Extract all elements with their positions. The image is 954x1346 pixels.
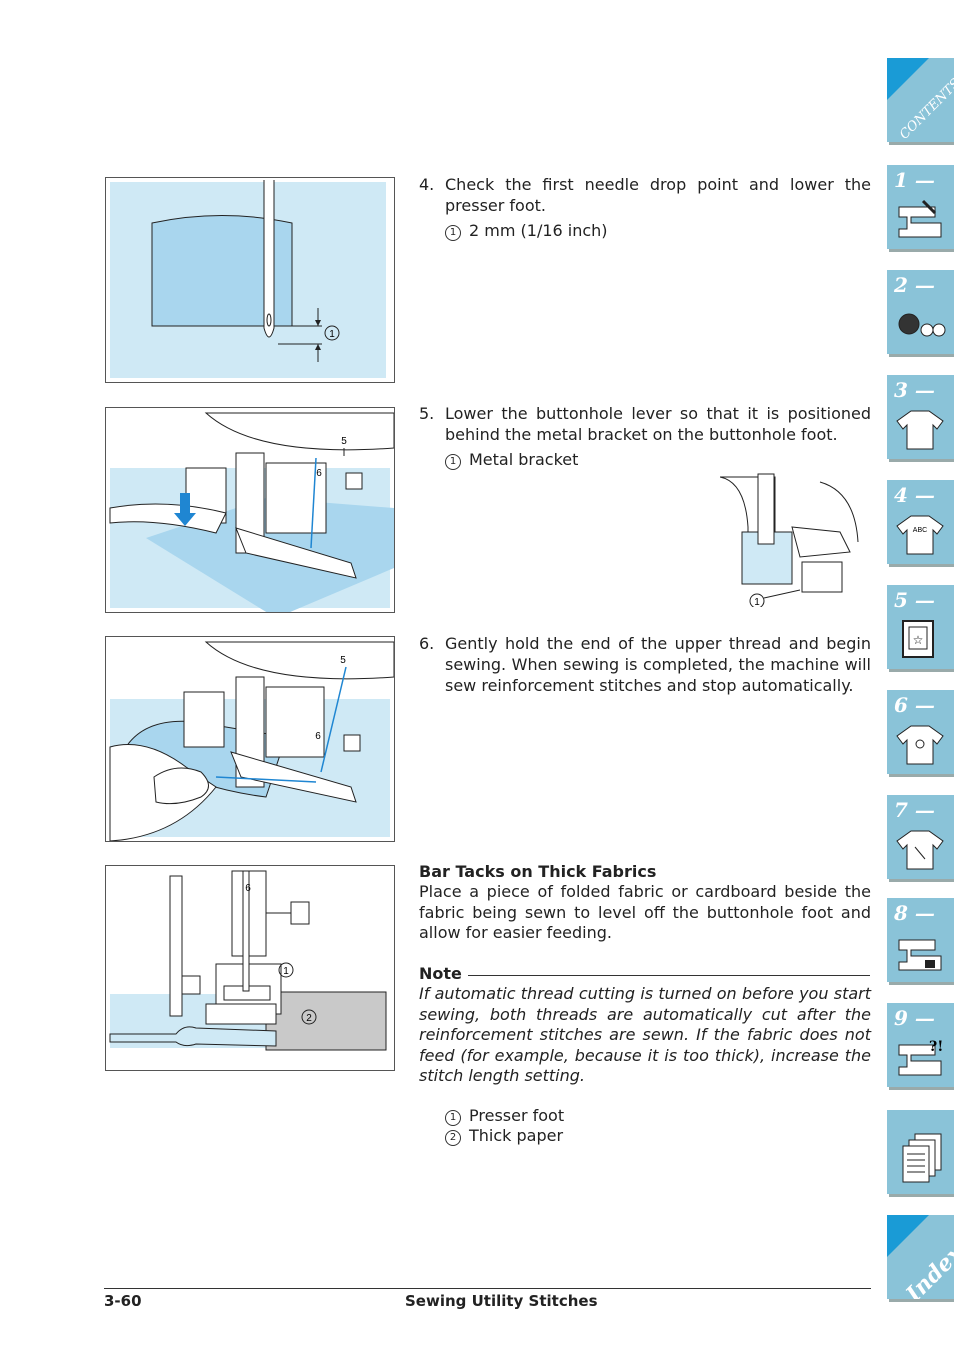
- step-number: 4.: [419, 175, 435, 194]
- section-body: Place a piece of folded fabric or cardbo…: [419, 882, 871, 942]
- fig4-mark1: 1: [283, 966, 289, 977]
- chapter-tab-2[interactable]: 2 —: [887, 270, 954, 354]
- legend-item: 1 Metal bracket: [445, 449, 871, 470]
- legend-text: Presser foot: [469, 1106, 565, 1125]
- index-tab[interactable]: Index: [887, 1215, 954, 1299]
- chapter-tab-5[interactable]: 5 — ☆: [887, 585, 954, 669]
- icon-text: ?!: [929, 1039, 943, 1055]
- sewing-machine-icon: [898, 199, 942, 238]
- icon-text: ABC: [913, 527, 927, 534]
- figure-buttonhole-lever: 5 6: [105, 407, 395, 613]
- chapter-tab-7[interactable]: 7 —: [887, 795, 954, 879]
- documents-tab[interactable]: [887, 1110, 954, 1194]
- note-heading: Note: [419, 964, 462, 983]
- fig2-foot-label: 6: [316, 468, 322, 479]
- shirt-sewing-icon: [896, 830, 944, 870]
- chapter-tab-1[interactable]: 1 —: [887, 165, 954, 249]
- step-6: 6. Gently hold the end of the upper thre…: [419, 633, 871, 696]
- chapter-label: 2 —: [894, 273, 935, 297]
- legend-text: Metal bracket: [469, 450, 579, 469]
- note-body: If automatic thread cutting is turned on…: [419, 984, 871, 1085]
- contents-tab[interactable]: CONTENTS: [887, 58, 954, 142]
- chapter-label: 4 —: [894, 483, 935, 507]
- fig2-stitch-label: 5: [341, 436, 347, 447]
- legend-text: Thick paper: [469, 1126, 564, 1145]
- fig3-stitch-label: 5: [340, 655, 346, 666]
- chapter-label: 9 —: [894, 1006, 935, 1030]
- figure-needle-drop-point: 1: [105, 177, 395, 383]
- note-divider: [468, 975, 870, 976]
- legend-mark: 1: [445, 1110, 461, 1126]
- legend-mark: 1: [445, 225, 461, 241]
- chapter-label: 7 —: [894, 798, 935, 822]
- legend-text: 2 mm (1/16 inch): [469, 221, 608, 240]
- section-heading: Bar Tacks on Thick Fabrics: [419, 862, 657, 881]
- fig1-mark: 1: [329, 329, 335, 340]
- fig2b-mark: 1: [754, 597, 760, 607]
- documents-icon: [902, 1133, 942, 1183]
- section-title: Sewing Utility Stitches: [405, 1292, 598, 1310]
- chapter-label: 5 —: [894, 588, 935, 612]
- sewing-machine-wrench-icon: [898, 939, 942, 971]
- step-text: Gently hold the end of the upper thread …: [445, 634, 871, 695]
- shirt-bear-icon: [896, 725, 944, 765]
- figure-thick-fabrics: 6 1 2: [105, 865, 395, 1071]
- svg-text:☆: ☆: [913, 633, 924, 647]
- step-number: 6.: [419, 634, 435, 653]
- legend-item: 1 2 mm (1/16 inch): [445, 220, 871, 241]
- fig4-foot-label: 6: [245, 883, 251, 894]
- thread-spools-icon: [898, 313, 946, 337]
- fig3-foot-label: 6: [315, 731, 321, 742]
- legend-mark: 1: [445, 454, 461, 470]
- step-text: Check the first needle drop point and lo…: [445, 175, 871, 215]
- figure-metal-bracket: 1: [719, 472, 860, 609]
- sewing-machine-question-icon: ?!: [898, 1039, 943, 1076]
- legend-item: 1 Presser foot: [445, 1106, 564, 1126]
- chapter-label: 8 —: [894, 901, 935, 925]
- legend-item: 2 Thick paper: [445, 1126, 563, 1146]
- chapter-label: 3 —: [894, 378, 935, 402]
- chapter-label: 6 —: [894, 693, 935, 717]
- shirt-abc-icon: ABC: [896, 515, 944, 555]
- chapter-tab-6[interactable]: 6 —: [887, 690, 954, 774]
- chapter-tab-8[interactable]: 8 —: [887, 898, 954, 982]
- chapter-tab-4[interactable]: 4 — ABC: [887, 480, 954, 564]
- legend-mark: 2: [445, 1130, 461, 1146]
- fig4-mark2: 2: [306, 1013, 312, 1024]
- step-number: 5.: [419, 404, 435, 423]
- shirt-icon: [896, 410, 944, 450]
- figure-begin-sewing: 5 6: [105, 636, 395, 842]
- step-4: 4. Check the first needle drop point and…: [419, 174, 871, 241]
- step-5: 5. Lower the buttonhole lever so that it…: [419, 403, 871, 470]
- footer-divider: [104, 1288, 871, 1289]
- chapter-tab-9[interactable]: 9 — ?!: [887, 1003, 954, 1087]
- embroidery-frame-icon: ☆: [902, 620, 934, 658]
- step-text: Lower the buttonhole lever so that it is…: [445, 404, 871, 444]
- chapter-tab-3[interactable]: 3 —: [887, 375, 954, 459]
- page-number: 3-60: [104, 1292, 142, 1310]
- chapter-label: 1 —: [894, 168, 935, 192]
